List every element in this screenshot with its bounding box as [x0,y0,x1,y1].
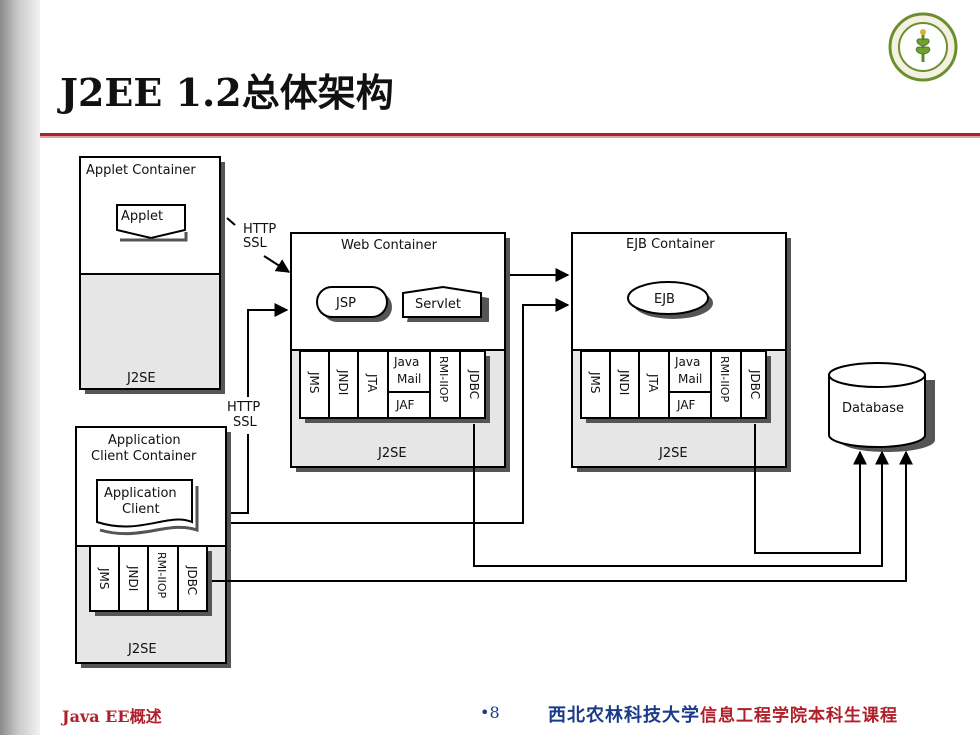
app-client-title-line2: Client Container [91,449,197,464]
ejb-api-javamail-line1: Java [674,355,700,369]
servlet-shape [402,285,482,318]
ejb-api-jndi: JNDI [617,369,631,395]
protocol-bottom-http: HTTP [227,400,260,415]
applet-http-tick [226,217,236,226]
app-client-api-jms: JMS [97,567,111,590]
ejb-j2se-label: J2SE [658,446,688,461]
left-decorative-strip [0,0,40,735]
app-client-component-line1: Application [104,486,177,501]
appclient-jdbc-to-database [212,450,913,582]
appclient-to-ejb-arrow [231,298,570,524]
ejb-api-jdbc: JDBC [748,369,762,399]
web-j2se-label: J2SE [377,446,407,461]
applet-component-shape [116,204,186,240]
web-api-javamail-line2: Mail [397,372,421,386]
ejb-api-rmi-iiop: RMI-IIOP [718,356,731,402]
web-api-jdbc: JDBC [467,369,481,399]
ejb-api-jaf: JAF [676,398,696,412]
app-client-api-jndi: JNDI [126,565,140,591]
app-client-component-shape [96,479,193,528]
protocol-bottom-ssl: SSL [233,415,258,430]
applet-container: Applet Container Applet J2SE [79,156,225,394]
web-container-title: Web Container [341,238,438,253]
web-container: Web Container JSP Servlet JMS JNDI JTA J… [290,232,510,472]
ejb-jdbc-to-database [754,424,867,554]
applet-j2se-label: J2SE [126,371,156,386]
slide-title: J2EE 1.2总体架构 [60,70,394,115]
footer-institution: 西北农林科技大学信息工程学院本科生课程 [548,701,898,727]
university-seal-icon [888,12,958,82]
web-api-rmi-iiop: RMI-IIOP [437,356,450,402]
ejb-component-shape [627,281,709,315]
footer-course-topic: Java EE概述 [62,707,162,726]
database-cylinder: Database [828,362,935,452]
database-label: Database [842,401,904,416]
web-api-jndi: JNDI [336,369,350,395]
footer-course-name: 信息工程学院本科生课程 [700,706,898,726]
footer-page-number: •8 [480,703,500,722]
web-jdbc-to-database [473,424,889,567]
app-client-api-jdbc: JDBC [185,565,199,595]
servlet-label: Servlet [415,297,461,312]
app-client-container: Application Client Container Application… [75,426,231,668]
ejb-api-javamail-line2: Mail [678,372,702,386]
footer-school-name: 西北农林科技大学 [548,705,700,726]
ejb-component-label: EJB [654,292,675,307]
app-client-j2se-label: J2SE [127,642,157,657]
ejb-container-title: EJB Container [626,237,715,252]
title-rule [40,133,980,136]
web-api-javamail-line1: Java [393,355,419,369]
app-client-api-rmi-iiop: RMI-IIOP [155,552,168,598]
ejb-container: EJB Container EJB JMS JNDI JTA Java Mail… [571,232,791,472]
app-client-component-line2: Client [122,502,160,517]
protocol-top-ssl: SSL [243,236,268,251]
protocol-top-http: HTTP [243,222,276,237]
jsp-label: JSP [335,296,356,311]
web-api-jms: JMS [307,371,321,394]
applet-to-web-arrow [263,255,291,273]
web-api-jaf: JAF [395,398,415,412]
app-client-title-line1: Application [108,433,181,448]
ejb-api-jms: JMS [588,371,602,394]
applet-container-title: Applet Container [86,163,196,178]
title-rule-shadow [40,136,980,138]
connectors [212,217,913,582]
ejb-api-jta: JTA [646,373,660,393]
appclient-to-web-arrow [231,434,249,514]
web-api-jta: JTA [365,373,379,393]
applet-component-label: Applet [121,209,163,224]
